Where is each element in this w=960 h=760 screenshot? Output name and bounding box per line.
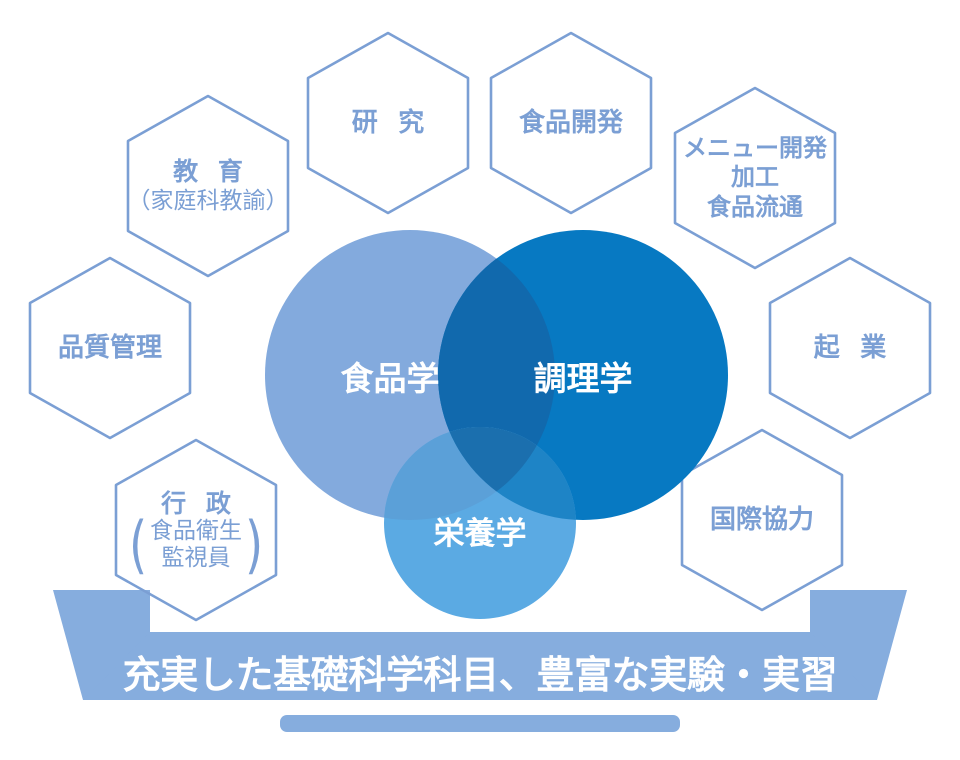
venn-circles [265,230,728,619]
overlap-all-three [438,427,555,520]
hexagon-education [126,94,290,278]
hexagon-intl-cooperation [680,428,844,612]
hexagon-research [306,31,470,215]
hexagon-entrepreneurship [768,256,932,440]
hexagon-quality-control [28,256,192,440]
bottom-banner-shape [53,590,907,732]
banner-pedestal [280,715,680,732]
hexagon-food-development [489,31,653,215]
hexagon-menu-development [673,86,837,270]
hexagon-public-admin [114,438,278,622]
